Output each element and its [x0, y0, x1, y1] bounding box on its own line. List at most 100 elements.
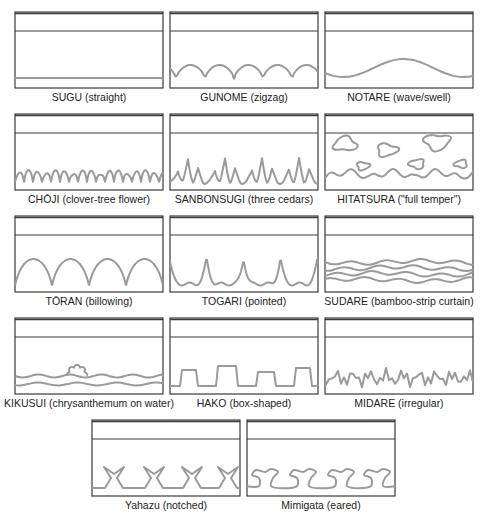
- blade-panel: [168, 318, 320, 394]
- blade-back: [170, 13, 318, 15]
- pattern-caption: HAKO (box-shaped): [197, 397, 292, 410]
- blade-panel: [323, 12, 473, 88]
- pattern-caption: SUDARE (bamboo-strip curtain): [324, 295, 473, 308]
- hamon: [170, 65, 318, 79]
- hamon-line: [170, 65, 318, 79]
- blade-panel: [168, 12, 320, 88]
- blade-panel: [168, 216, 320, 292]
- pattern-caption: SANBONSUGI (three cedars): [175, 193, 313, 206]
- pattern-caption: CHŌJI (clover-tree flower): [28, 193, 150, 206]
- hamon-line: [423, 135, 451, 151]
- hamon-line: [357, 162, 371, 171]
- hamon-line: [378, 143, 399, 157]
- hamon-line: [408, 159, 424, 169]
- blade-back: [325, 13, 473, 15]
- hamon-line: [325, 277, 473, 283]
- hamon-line: [15, 375, 163, 378]
- ridge-line: [15, 234, 163, 235]
- panel-frame: [170, 318, 318, 394]
- pattern-caption: MIDARE (irregular): [354, 397, 443, 410]
- pattern-caption: GUNOME (zigzag): [200, 91, 288, 104]
- blade-back: [92, 421, 240, 423]
- hamon-line: [67, 365, 87, 375]
- hamon-line: [325, 368, 473, 387]
- ridge-line: [325, 30, 473, 31]
- hamon: [15, 259, 163, 285]
- hamon: [325, 368, 473, 387]
- hamon-line: [325, 259, 473, 265]
- hamon-line: [453, 160, 466, 169]
- ridge-line: [247, 438, 395, 439]
- hamon-line: [15, 77, 163, 79]
- panel-frame: [170, 216, 318, 292]
- hamon: [170, 366, 318, 386]
- hamon-line: [15, 383, 163, 386]
- ridge-line: [325, 132, 473, 133]
- panel-frame: [92, 420, 240, 496]
- blade-back: [170, 115, 318, 117]
- ridge-line: [170, 234, 318, 235]
- hamon-line: [15, 170, 163, 182]
- ridge-line: [170, 30, 318, 31]
- pattern-caption: KIKUSUI (chrysanthemum on water): [4, 397, 174, 410]
- blade-back: [15, 13, 163, 15]
- ridge-line: [15, 30, 163, 31]
- pattern-caption: Mimigata (eared): [281, 499, 360, 512]
- ridge-line: [15, 132, 163, 133]
- hamon-line: [325, 59, 473, 77]
- pattern-caption: TŌRAN (billowing): [46, 295, 133, 308]
- ridge-line: [170, 336, 318, 337]
- blade-panel: [13, 318, 163, 394]
- hamon: [325, 135, 473, 179]
- panel-frame: [15, 12, 163, 88]
- blade-panel: [323, 318, 473, 394]
- ridge-line: [325, 336, 473, 337]
- blade-panel: [168, 114, 320, 190]
- blade-back: [325, 115, 473, 117]
- blade-panel: [323, 114, 475, 190]
- ridge-line: [15, 336, 163, 337]
- hamon: [15, 78, 163, 79]
- hamon: [170, 260, 318, 286]
- panel-frame: [325, 114, 473, 190]
- blade-back: [247, 421, 395, 423]
- hamon-line: [170, 260, 318, 286]
- pattern-caption: HITATSURA ("full temper"): [337, 193, 461, 206]
- blade-back: [15, 319, 163, 321]
- hamon: [325, 259, 473, 283]
- hamon-line: [170, 158, 318, 184]
- hamon-line: [170, 366, 318, 386]
- hamon-line: [247, 469, 395, 488]
- hamon: [15, 170, 163, 182]
- blade-back: [15, 115, 163, 117]
- blade-back: [325, 319, 473, 321]
- pattern-caption: Yahazu (notched): [125, 499, 207, 512]
- blade-back: [15, 217, 163, 219]
- ridge-line: [170, 132, 318, 133]
- blade-panel: [245, 420, 397, 496]
- hamon-line: [325, 271, 473, 277]
- hamon-line: [332, 135, 357, 150]
- panel-frame: [170, 12, 318, 88]
- blade-panel: [13, 12, 165, 88]
- hamon: [92, 467, 240, 488]
- hamon: [247, 469, 395, 488]
- blade-panel: [13, 114, 165, 190]
- panel-frame: [15, 216, 163, 292]
- hamon-line: [325, 265, 473, 271]
- blade-back: [170, 319, 318, 321]
- hamon-line: [15, 259, 163, 285]
- pattern-caption: TOGARI (pointed): [202, 295, 286, 308]
- blade-back: [325, 217, 473, 219]
- blade-panel: [14, 216, 164, 292]
- hamon-line: [325, 169, 473, 179]
- pattern-caption: SUGU (straight): [52, 91, 127, 104]
- ridge-line: [92, 438, 240, 439]
- hamon: [325, 59, 473, 77]
- pattern-caption: NOTARE (wave/swell): [347, 91, 451, 104]
- hamon: [170, 158, 318, 184]
- hamon: [15, 365, 163, 386]
- blade-back: [170, 217, 318, 219]
